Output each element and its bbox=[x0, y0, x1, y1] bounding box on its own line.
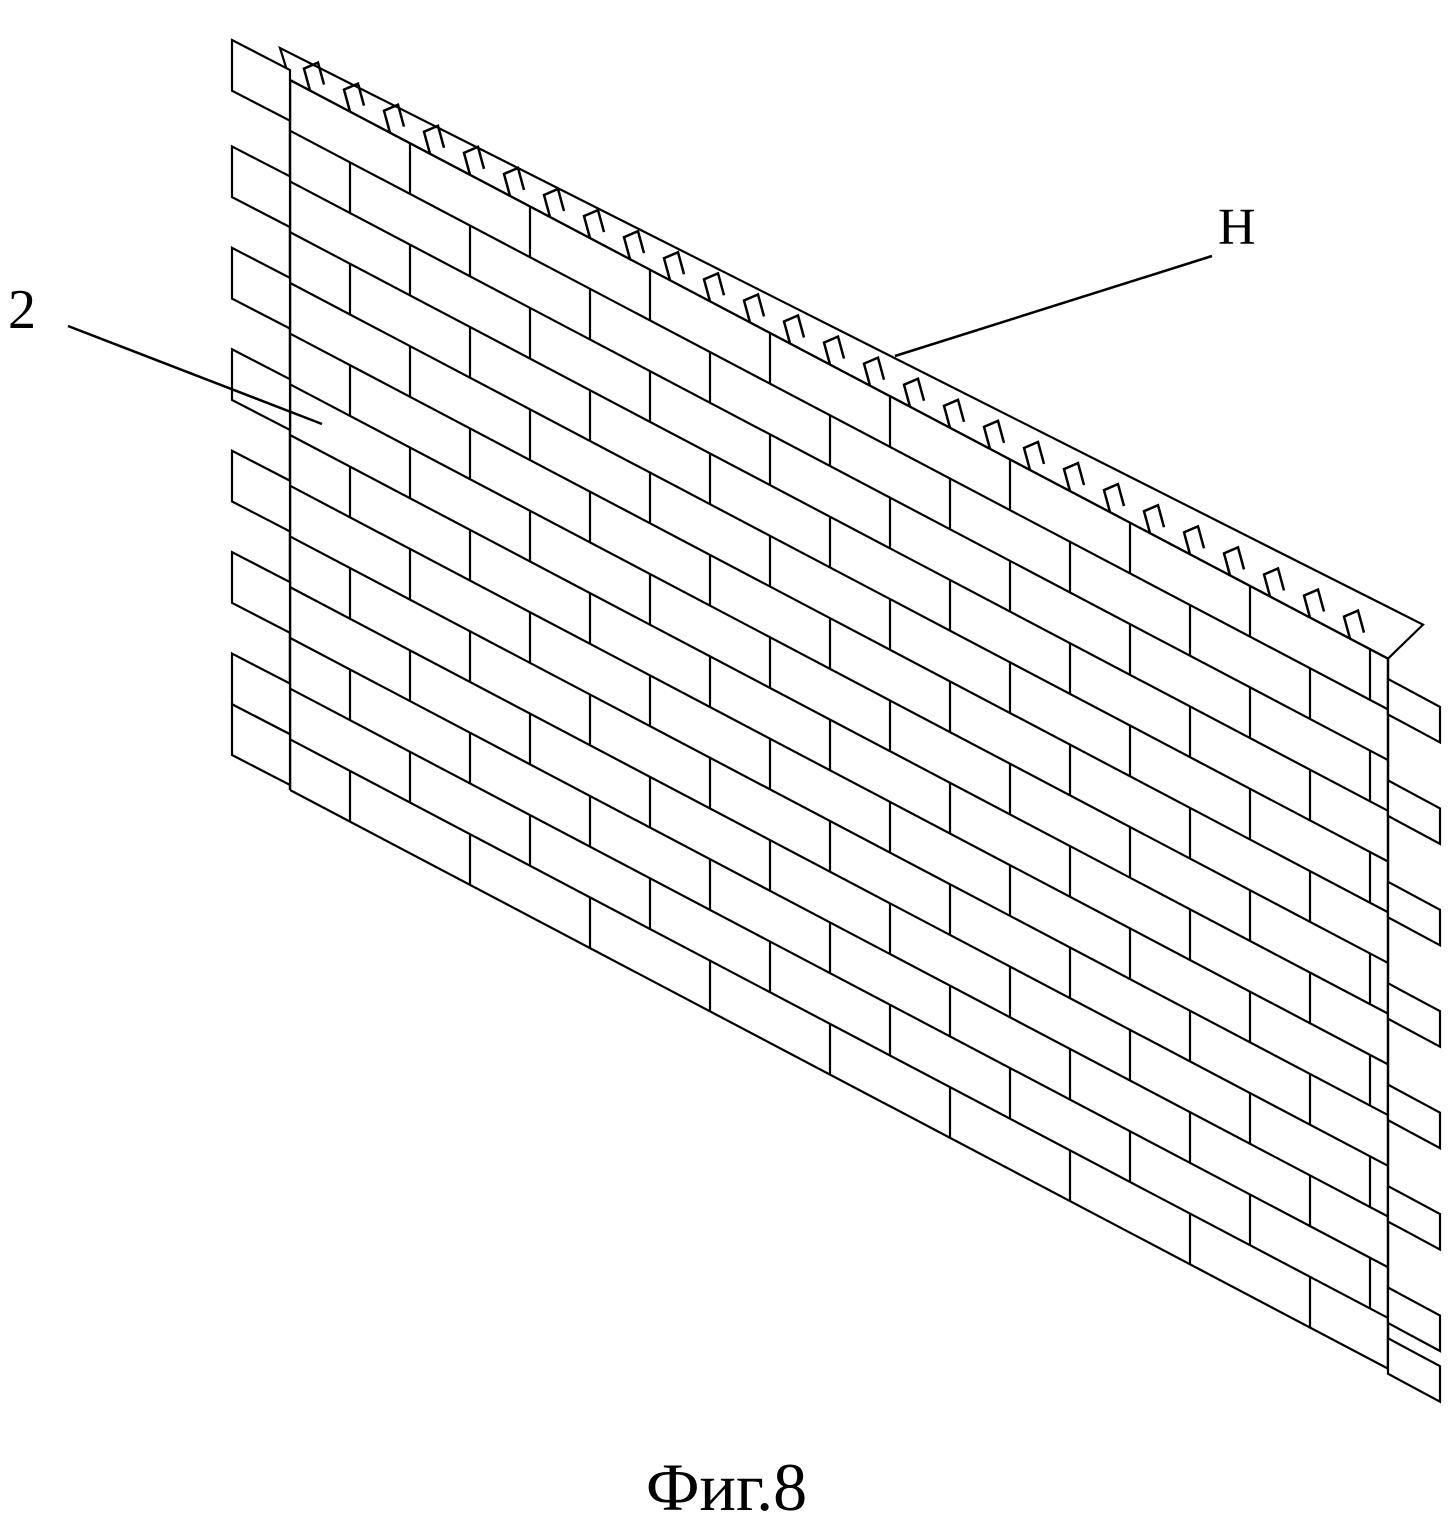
hollow-cell bbox=[422, 124, 446, 155]
course-joint bbox=[289, 332, 1389, 914]
course-joint bbox=[289, 738, 1389, 1319]
hollow-cell bbox=[462, 145, 486, 176]
hollow-cell bbox=[502, 166, 526, 197]
right-tab bbox=[1386, 1285, 1442, 1353]
leader-line-2 bbox=[67, 324, 323, 426]
figure-caption: Фиг.8 bbox=[645, 1449, 808, 1525]
right-tab bbox=[1386, 778, 1442, 846]
left-tab bbox=[230, 246, 292, 331]
left-tab bbox=[230, 702, 292, 787]
course-joint bbox=[289, 231, 1389, 812]
hollow-cell bbox=[822, 334, 846, 365]
course-joint bbox=[289, 687, 1389, 1269]
hollow-cell bbox=[302, 60, 326, 91]
hollow-cell bbox=[1342, 608, 1366, 639]
course-joint bbox=[289, 129, 1389, 711]
hollow-cell bbox=[1062, 461, 1086, 492]
course-joint bbox=[289, 383, 1389, 964]
course-joint bbox=[289, 586, 1389, 1167]
right-tab bbox=[1386, 1082, 1442, 1150]
left-tab bbox=[230, 347, 292, 432]
hollow-cell bbox=[542, 187, 566, 218]
hollow-cell bbox=[382, 102, 406, 134]
hollow-cell bbox=[862, 355, 886, 386]
course-joint bbox=[289, 180, 1389, 762]
course-joint bbox=[289, 484, 1389, 1066]
reference-label-2: 2 bbox=[8, 279, 36, 341]
right-tab bbox=[1386, 1184, 1442, 1252]
hollow-cell bbox=[902, 377, 926, 408]
hollow-cell bbox=[1222, 545, 1246, 576]
course-joint bbox=[289, 636, 1389, 1218]
right-tab bbox=[1386, 981, 1442, 1049]
hollow-cell bbox=[1102, 482, 1126, 513]
hollow-cell bbox=[662, 250, 686, 281]
reference-label-h: H bbox=[1218, 199, 1256, 256]
hollow-cell bbox=[742, 292, 766, 323]
wall-top-face bbox=[278, 45, 1425, 660]
left-tab bbox=[230, 550, 292, 635]
leader-line-h bbox=[894, 254, 1213, 358]
course-joint bbox=[289, 79, 1389, 660]
hollow-cell bbox=[582, 208, 606, 239]
hollow-cell bbox=[342, 81, 366, 112]
left-tab bbox=[230, 144, 292, 229]
hollow-cell bbox=[1262, 566, 1286, 597]
right-tab bbox=[1386, 1336, 1442, 1404]
left-tab bbox=[230, 38, 292, 123]
hollow-cell bbox=[702, 271, 726, 302]
hollow-cell bbox=[1302, 587, 1326, 618]
left-tab bbox=[230, 448, 292, 534]
hollow-cell bbox=[942, 398, 966, 429]
course-joint bbox=[289, 535, 1389, 1117]
right-tab bbox=[1386, 677, 1442, 745]
course-joint bbox=[289, 789, 1389, 1370]
hollow-cell bbox=[622, 229, 646, 260]
hollow-cell bbox=[1182, 524, 1206, 555]
hollow-cell bbox=[1142, 503, 1166, 534]
hollow-cell bbox=[982, 419, 1006, 450]
course-joint bbox=[289, 434, 1389, 1015]
hollow-cell bbox=[782, 313, 806, 344]
right-tab bbox=[1386, 879, 1442, 948]
hollow-cell bbox=[1022, 440, 1046, 471]
course-joint bbox=[289, 281, 1389, 863]
